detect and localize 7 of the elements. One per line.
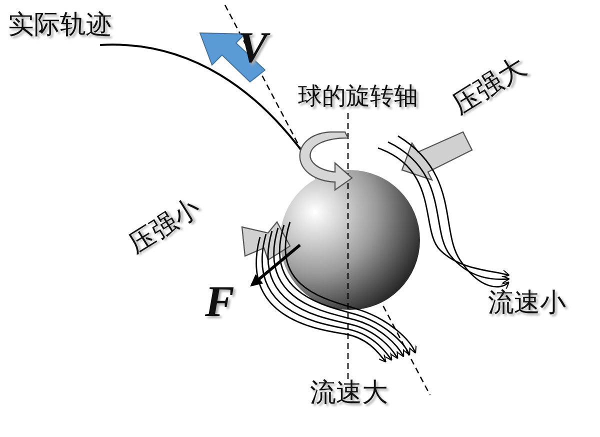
trajectory-label: 实际轨迹 xyxy=(8,12,112,38)
flow-speed-label: 流速大 xyxy=(310,380,388,406)
pressure-label: 压强小 xyxy=(124,194,204,258)
force-symbol: F xyxy=(205,280,234,324)
axis-label: 球的旋转轴 xyxy=(298,84,418,108)
pressure-label: 压强大 xyxy=(448,53,531,119)
flow-speed-label: 流速小 xyxy=(488,290,566,316)
